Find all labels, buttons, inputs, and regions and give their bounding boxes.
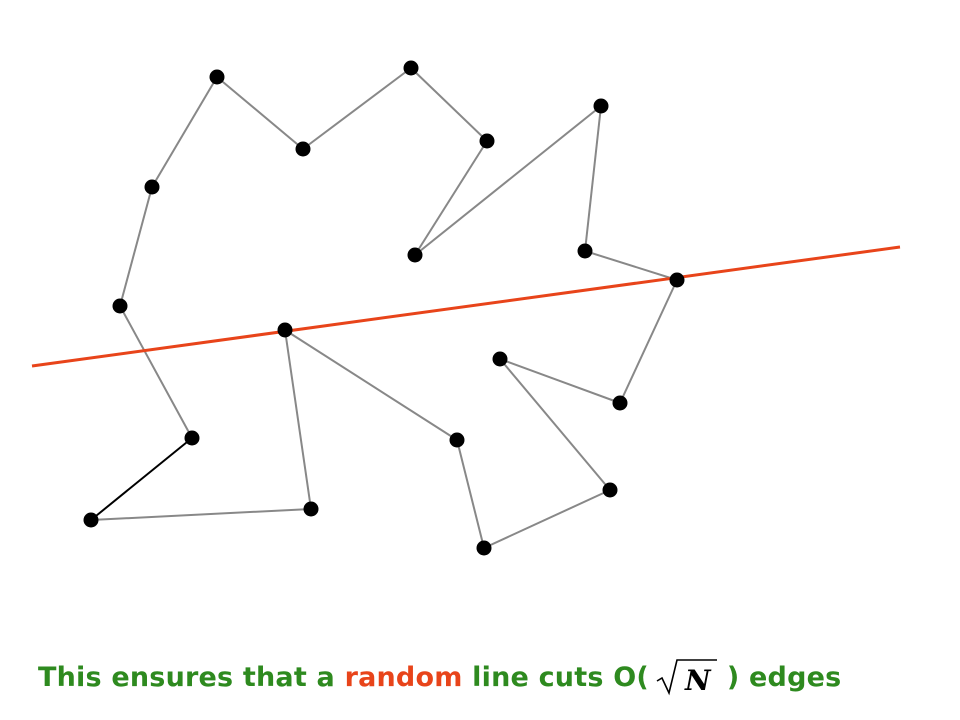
tour-edge <box>483 489 611 549</box>
tour-edge <box>619 279 678 404</box>
tour-edge <box>119 186 153 307</box>
tour-node <box>602 482 618 498</box>
tour-edge <box>414 105 602 256</box>
tour-node <box>144 179 160 195</box>
tour-edge-closing <box>90 437 193 521</box>
sqrt-sign-icon <box>656 658 717 695</box>
tour-node <box>479 133 495 149</box>
tour-edge <box>499 358 611 491</box>
tour-edge <box>284 329 312 510</box>
sqrt-radicand: N <box>684 664 712 697</box>
tour-edge <box>584 105 602 252</box>
tour-edge <box>456 439 485 549</box>
tour-node <box>295 141 311 157</box>
random-cut-line <box>31 245 901 368</box>
tour-node <box>303 501 319 517</box>
tour-node <box>112 298 128 314</box>
caption: This ensures that a random line cuts O( … <box>38 656 841 700</box>
tour-edge <box>119 305 193 439</box>
tour-node <box>209 69 225 85</box>
tour-node <box>83 512 99 528</box>
tour-edge <box>151 76 218 188</box>
tour-node <box>184 430 200 446</box>
tour-nodes <box>83 60 685 556</box>
sqrt-n-formula: N <box>655 657 719 697</box>
tour-node <box>612 395 628 411</box>
tour-edge <box>302 67 412 150</box>
tour-edge <box>499 358 621 404</box>
tour-edge <box>414 140 488 256</box>
tour-node <box>407 247 423 263</box>
tour-edge <box>216 76 304 150</box>
tour-node <box>669 272 685 288</box>
caption-text-start: This ensures that a <box>38 662 335 693</box>
caption-text-end: ) edges <box>726 662 842 693</box>
tour-node <box>277 322 293 338</box>
tour-node <box>449 432 465 448</box>
tour-node <box>577 243 593 259</box>
tour-edge <box>584 250 678 281</box>
tour-node <box>403 60 419 76</box>
tour-node <box>492 351 508 367</box>
tour-node <box>593 98 609 114</box>
caption-highlight-random: random <box>344 662 463 693</box>
tour-edges <box>90 67 678 549</box>
tour-edge <box>410 67 488 142</box>
tour-node <box>476 540 492 556</box>
tour-edge <box>284 329 458 441</box>
caption-text-middle: line cuts O( <box>472 662 649 693</box>
tour-edge <box>90 508 312 521</box>
